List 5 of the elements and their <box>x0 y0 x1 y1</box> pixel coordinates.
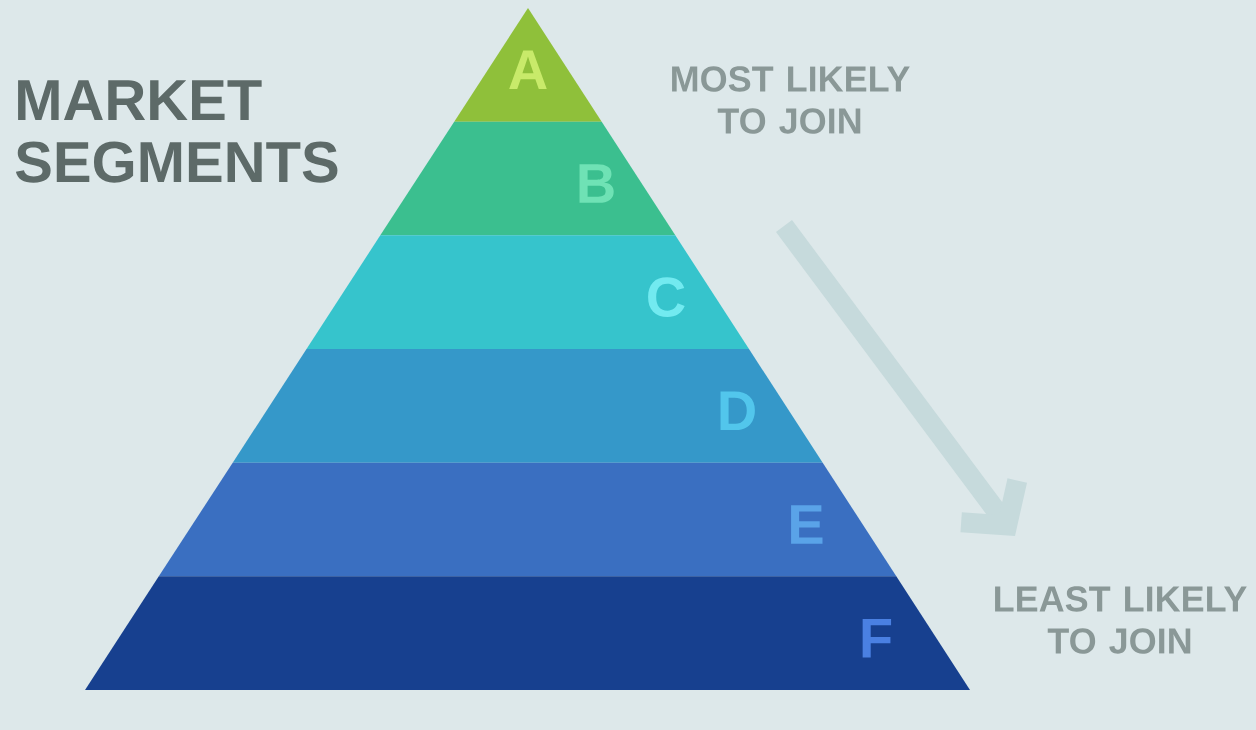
title: MARKET SEGMENTS <box>15 80 338 183</box>
pyramid-band: A <box>454 8 602 122</box>
pyramid-band: F <box>85 576 970 690</box>
side-label: LEAST LIKELY TO JOIN <box>995 586 1247 654</box>
pyramid-band: C <box>306 235 749 349</box>
